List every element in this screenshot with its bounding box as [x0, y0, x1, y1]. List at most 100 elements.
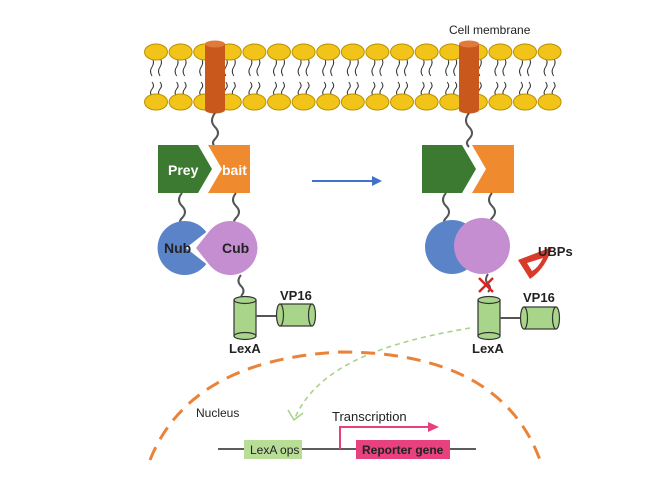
- lipid-tail: [231, 57, 236, 77]
- lipid-tail: [150, 81, 154, 97]
- lipid-head: [267, 93, 291, 111]
- lipid-head: [242, 93, 267, 111]
- lipid-tail: [256, 57, 261, 77]
- lipid-tail: [445, 57, 450, 77]
- vp16-left-cylinder: [275, 303, 317, 327]
- prey-block: [158, 145, 212, 193]
- lipid-tail: [371, 57, 376, 77]
- lipid-tail: [322, 57, 327, 77]
- lipid-tail: [420, 81, 425, 97]
- lipid-head: [513, 93, 537, 111]
- lipid-head: [168, 43, 193, 61]
- translocation-arrowhead: [287, 409, 304, 422]
- lipid-tail: [281, 57, 285, 77]
- lipid-tail: [519, 81, 523, 97]
- lipid-tail: [551, 57, 556, 77]
- linker-cub-lexa: [237, 274, 245, 297]
- lipid-tail: [248, 81, 253, 97]
- lipid-head: [242, 43, 267, 61]
- lipid-tail: [379, 57, 384, 77]
- lipid-head: [365, 93, 390, 111]
- lexa-left-label: LexA: [229, 341, 261, 356]
- lipid-tail: [150, 57, 154, 77]
- lipid-head: [365, 43, 390, 61]
- lipid-tail: [428, 57, 433, 77]
- lipid-tail: [543, 81, 548, 97]
- lipid-tail: [494, 57, 499, 77]
- vp16-left-label: VP16: [280, 288, 312, 303]
- vp16-right-label: VP16: [523, 290, 555, 305]
- nucleus-envelope: [148, 350, 542, 461]
- lipid-tail: [396, 81, 400, 97]
- lipid-tail: [354, 57, 359, 77]
- lipid-tail: [519, 57, 523, 77]
- lipid-head: [144, 93, 168, 111]
- prey-label: Prey: [168, 162, 199, 178]
- lipid-tail: [199, 81, 204, 97]
- lexa-right-cylinder: [477, 295, 501, 341]
- lipid-head: [291, 93, 316, 111]
- nub-domain: [157, 220, 207, 275]
- lipid-head: [316, 43, 341, 61]
- transcription-arrow: [339, 422, 439, 449]
- lexa-ops-label: LexA ops: [250, 443, 299, 457]
- lipid-tail: [199, 57, 204, 77]
- nucleus-label: Nucleus: [196, 406, 239, 420]
- lipid-tail: [297, 81, 302, 97]
- lipid-head: [513, 43, 537, 61]
- lipid-tail: [174, 81, 179, 97]
- bait-block: [208, 145, 250, 193]
- lipid-tail: [527, 57, 531, 77]
- lipid-head: [414, 93, 439, 111]
- lipid-tail: [248, 57, 253, 77]
- lexa-ops-box: [244, 440, 302, 459]
- lipid-tail: [322, 81, 327, 97]
- lexa-right-label: LexA: [472, 341, 504, 356]
- ubps-icon: [518, 247, 552, 279]
- lipid-tail: [158, 57, 162, 77]
- process-arrow: [312, 176, 382, 186]
- lipid-tail: [543, 57, 548, 77]
- lipid-tail: [273, 57, 277, 77]
- cub-domain: [196, 220, 258, 275]
- vp16-right-cylinder: [519, 306, 561, 330]
- lipid-head: [488, 43, 513, 61]
- reporter-gene-label: Reporter gene: [362, 443, 444, 457]
- transmembrane-domain-right: [459, 40, 479, 114]
- lipid-tail: [502, 57, 507, 77]
- lipid-tail: [404, 57, 408, 77]
- lipid-head: [267, 43, 291, 61]
- linker-left-tm: [211, 112, 219, 148]
- lipid-tail: [346, 57, 351, 77]
- bait-block-right: [472, 145, 514, 193]
- lipid-head: [537, 93, 562, 111]
- cub-domain-right: [454, 218, 510, 274]
- lipid-head: [340, 43, 365, 61]
- lipid-head: [537, 43, 562, 61]
- lipid-head: [168, 93, 193, 111]
- reporter-gene-box: [356, 440, 450, 459]
- lipid-tail: [420, 57, 425, 77]
- lipid-head: [340, 93, 365, 111]
- translocation-arrow: [294, 327, 471, 419]
- lipid-head: [390, 43, 414, 61]
- lipid-tail: [330, 57, 335, 77]
- lipid-tail: [494, 81, 499, 97]
- bait-label: bait: [222, 162, 247, 178]
- lipid-tail: [445, 81, 450, 97]
- nub-label: Nub: [164, 240, 191, 256]
- lipid-head: [291, 43, 316, 61]
- lipid-tail: [297, 57, 302, 77]
- lipid-head: [144, 43, 168, 61]
- transmembrane-domain-left: [205, 40, 225, 114]
- lipid-tail: [182, 57, 187, 77]
- linker-right-tm: [465, 112, 473, 148]
- lipid-tail: [305, 57, 310, 77]
- cell-membrane-label: Cell membrane: [449, 23, 531, 37]
- lipid-head: [414, 43, 439, 61]
- lipid-head: [390, 93, 414, 111]
- ubps-label: UBPs: [538, 244, 573, 259]
- lipid-tail: [453, 57, 458, 77]
